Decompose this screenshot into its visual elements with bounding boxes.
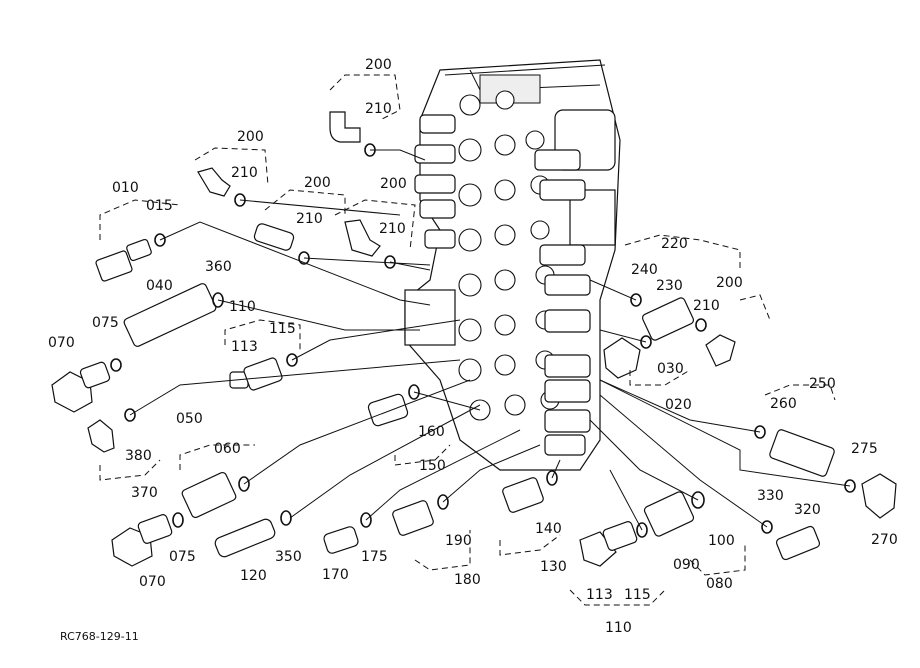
callout-360: 360 — [205, 259, 232, 275]
spool-caps-right — [534, 149, 591, 456]
callout-230: 230 — [656, 278, 683, 294]
callout-180: 180 — [454, 572, 481, 588]
group-brackets — [99, 74, 836, 606]
callout-130: 130 — [540, 559, 567, 575]
callout-370: 370 — [131, 485, 158, 501]
callout-320: 320 — [794, 502, 821, 518]
callout-380: 380 — [125, 448, 152, 464]
callout-070-bottom: 070 — [139, 574, 166, 590]
callout-120: 120 — [240, 568, 267, 584]
callout-030: 030 — [657, 361, 684, 377]
callout-210-right: 210 — [693, 298, 720, 314]
callout-170: 170 — [322, 567, 349, 583]
control-valve-body — [404, 59, 621, 471]
callout-113-left: 113 — [231, 339, 258, 355]
callout-210-mid: 210 — [296, 211, 323, 227]
callout-labels: 200 210 200 210 200 210 200 210 010 015 … — [48, 57, 898, 636]
callout-200-center: 200 — [380, 176, 407, 192]
callout-075-top: 075 — [92, 315, 119, 331]
callout-110-bottom: 110 — [605, 620, 632, 636]
callout-040: 040 — [146, 278, 173, 294]
callout-200-top: 200 — [365, 57, 392, 73]
callout-015: 015 — [146, 198, 173, 214]
callout-140: 140 — [535, 521, 562, 537]
callout-010: 010 — [112, 180, 139, 196]
callout-210-top: 210 — [365, 101, 392, 117]
callout-070-top: 070 — [48, 335, 75, 351]
callout-200-mid: 200 — [304, 175, 331, 191]
callout-200-left: 200 — [237, 129, 264, 145]
callout-115-bottom: 115 — [624, 587, 651, 603]
callout-190: 190 — [445, 533, 472, 549]
callout-275: 275 — [851, 441, 878, 457]
callout-113-bottom: 113 — [586, 587, 613, 603]
callout-260: 260 — [770, 396, 797, 412]
callout-175: 175 — [361, 549, 388, 565]
callout-115-left: 115 — [269, 321, 296, 337]
callout-150: 150 — [419, 458, 446, 474]
callout-090: 090 — [673, 557, 700, 573]
callout-100: 100 — [708, 533, 735, 549]
callout-110-left: 110 — [229, 299, 256, 315]
callout-160: 160 — [418, 424, 445, 440]
callout-080: 080 — [706, 576, 733, 592]
callout-240: 240 — [631, 262, 658, 278]
callout-060: 060 — [214, 441, 241, 457]
callout-350: 350 — [275, 549, 302, 565]
callout-330: 330 — [757, 488, 784, 504]
callout-250: 250 — [809, 376, 836, 392]
callout-050: 050 — [176, 411, 203, 427]
callout-200-right: 200 — [716, 275, 743, 291]
fittings-and-seals — [51, 111, 897, 567]
callout-075-bottom: 075 — [169, 549, 196, 565]
spool-caps-left — [414, 114, 456, 249]
callout-220: 220 — [661, 236, 688, 252]
callout-270: 270 — [871, 532, 898, 548]
callout-020: 020 — [665, 397, 692, 413]
leader-lines — [129, 149, 851, 531]
callout-210-center: 210 — [379, 221, 406, 237]
callout-210-left: 210 — [231, 165, 258, 181]
drawing-code: RC768-129-11 — [60, 630, 139, 643]
